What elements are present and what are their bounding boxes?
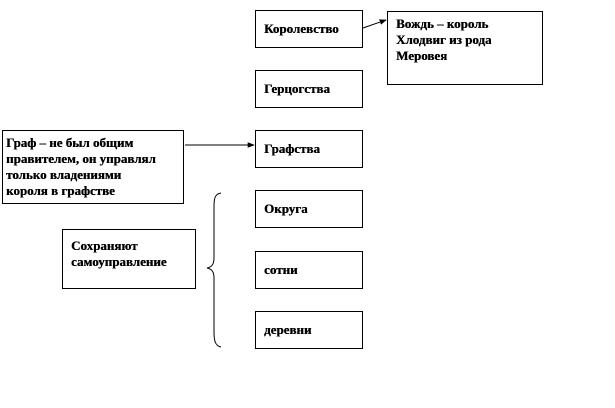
node-leader: Вождь – король Хлодвиг из рода Меровея [387,11,543,85]
node-kingdom-label: Королевство [264,21,339,36]
node-villages: деревни [255,311,363,349]
node-hundreds-label: сотни [264,262,298,277]
node-kingdom: Королевство [255,10,363,48]
node-counties: Графства [255,130,363,168]
node-count-label: Граф – не был общим правителем, он управ… [6,135,156,198]
node-districts-label: Округа [264,201,308,216]
node-selfgov: Сохраняют самоуправление [62,229,196,289]
node-villages-label: деревни [264,322,312,337]
node-duchies: Герцогства [255,70,363,108]
node-duchies-label: Герцогства [264,81,330,96]
node-leader-label: Вождь – король Хлодвиг из рода Меровея [396,16,492,63]
brace-districts-to-villages [206,192,222,348]
node-counties-label: Графства [264,141,320,156]
node-hundreds: сотни [255,251,363,289]
edge-kingdom-to-leader [362,19,387,29]
node-count: Граф – не был общим правителем, он управ… [2,130,184,204]
node-districts: Округа [255,190,363,228]
node-selfgov-label: Сохраняют самоуправление [71,238,167,269]
